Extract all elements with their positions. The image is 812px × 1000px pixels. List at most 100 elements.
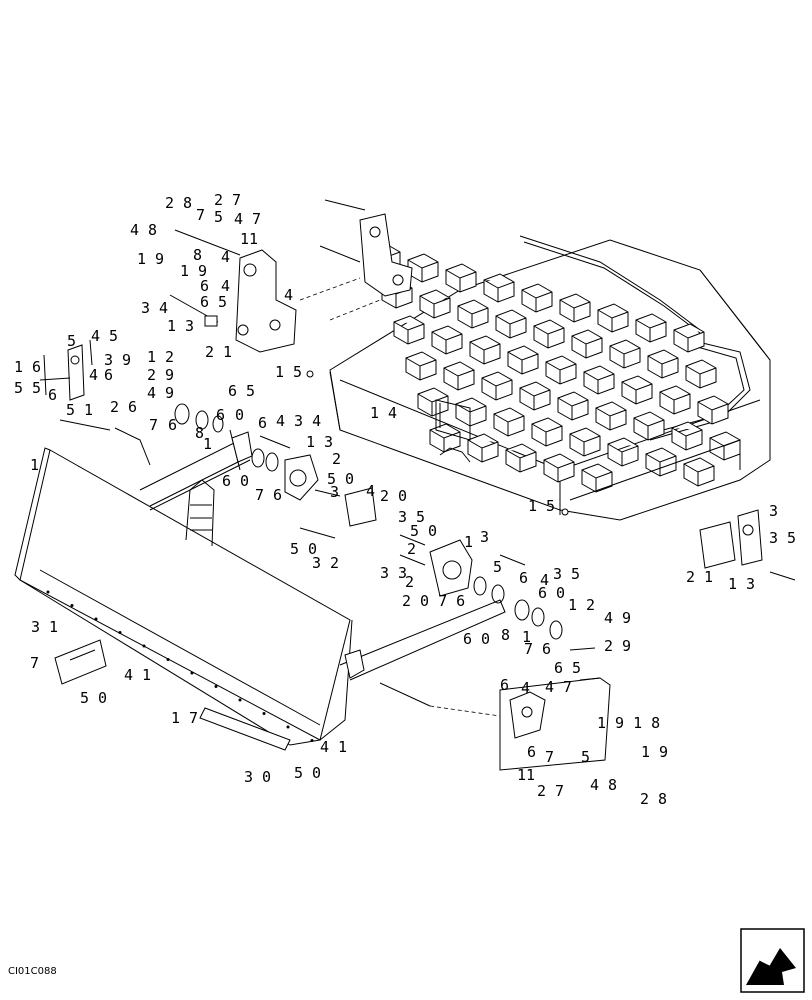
blade-rivet	[238, 698, 242, 702]
drum-pad	[607, 437, 639, 467]
part-callout: 1 3	[306, 433, 333, 451]
drum-pad	[443, 361, 475, 391]
part-callout: 3	[480, 528, 489, 546]
drum-pad	[545, 355, 577, 385]
part-callout: 4	[221, 277, 230, 295]
drum-pad	[505, 443, 537, 473]
part-callout: 6	[519, 569, 528, 587]
hub-assembly-right	[399, 534, 601, 681]
part-callout: 3 9	[104, 351, 131, 369]
part-callout: 2 1	[686, 568, 713, 586]
part-callout: 6 5	[554, 659, 581, 677]
part-callout: 4 8	[590, 776, 617, 794]
part-callout: 3 3	[380, 564, 407, 582]
part-callout: 4	[521, 679, 530, 697]
part-callout: 5 0	[80, 689, 107, 707]
part-callout: 6 5	[228, 382, 255, 400]
padfoot-drum	[306, 235, 771, 521]
part-callout: 3 5	[398, 508, 425, 526]
drum-pad	[645, 447, 677, 477]
handle-14	[435, 399, 471, 441]
drum-pad	[647, 349, 679, 379]
blade-rivet	[118, 631, 122, 634]
part-callout: 8	[193, 246, 202, 264]
drum-pad	[543, 453, 575, 483]
drum-pad	[393, 315, 425, 345]
part-callout: 1 9	[180, 262, 207, 280]
part-callout: 6 0	[222, 472, 249, 490]
part-callout: 1 9	[137, 250, 164, 268]
part-callout: 2 0	[380, 487, 407, 505]
bracket-far-right	[699, 509, 796, 581]
part-callout: 7	[30, 654, 39, 672]
drum-pad	[407, 253, 439, 283]
part-callout: 7	[545, 748, 554, 766]
blade-rivet	[310, 739, 314, 742]
bracket-upper-right	[319, 199, 413, 297]
drawing-reference-code: CI01C088	[8, 966, 57, 977]
blade-rivet	[46, 590, 50, 594]
part-callout: 5 0	[290, 540, 317, 558]
drum-pad	[683, 457, 715, 487]
part-callout: 0	[235, 406, 244, 424]
part-callout: 7 6	[255, 486, 282, 504]
drum-pad	[659, 385, 691, 415]
drum-pad	[597, 303, 629, 333]
blade-rivet	[70, 604, 74, 607]
part-callout: 1 3	[728, 575, 755, 593]
part-callout: 7	[524, 640, 533, 658]
part-callout: 3 5	[553, 565, 580, 583]
blade-rivet	[94, 617, 98, 621]
part-callout: 1 7	[171, 709, 198, 727]
part-callout: 4	[89, 366, 98, 384]
part-callout: 6	[542, 640, 551, 658]
part-callout: 2	[332, 450, 341, 468]
part-callout: 1	[522, 628, 531, 646]
drum-pad	[595, 401, 627, 431]
part-callout: 4	[540, 571, 549, 589]
part-callout: 2 9	[604, 637, 631, 655]
drum-pad	[531, 417, 563, 447]
bolt-15b	[561, 508, 569, 516]
part-callout: 2	[407, 540, 416, 558]
drum-pad	[581, 463, 613, 493]
drum-pad	[633, 411, 665, 441]
drum-pad	[519, 381, 551, 411]
part-callout: 6	[104, 366, 113, 384]
next-page-arrow-icon[interactable]	[740, 928, 805, 993]
part-callout: 5	[67, 332, 76, 350]
hub-parts-left	[39, 339, 151, 466]
blade-rivet	[166, 658, 170, 661]
hub-assembly-left	[174, 403, 377, 539]
drum-pad	[621, 375, 653, 405]
part-callout: 6 0	[463, 630, 490, 648]
part-callout: 6 0	[538, 584, 565, 602]
drum-pad	[673, 323, 705, 353]
part-callout: 6	[168, 416, 177, 434]
drum-pad	[533, 319, 565, 349]
drum-pad	[507, 345, 539, 375]
part-callout: 3	[330, 483, 339, 501]
part-callout: 5	[214, 208, 223, 226]
part-callout: 1 9 1 8	[597, 714, 660, 732]
drum-pad	[571, 329, 603, 359]
part-callout: 4 1	[320, 738, 347, 756]
drum-pad	[521, 283, 553, 313]
part-callout: 6	[200, 277, 209, 295]
part-callout: 1	[464, 533, 473, 551]
part-callout: 6 5	[200, 293, 227, 311]
part-callout: 4 9	[147, 384, 174, 402]
part-callout: 5 5	[14, 379, 41, 397]
part-callout: 11	[240, 230, 258, 248]
part-callout: 5 1	[66, 401, 93, 419]
part-callout: 3 0	[244, 768, 271, 786]
drum-pad	[583, 365, 615, 395]
part-callout: 5	[493, 558, 502, 576]
dozer-blade	[14, 429, 506, 746]
bracket-upper-left	[169, 229, 381, 353]
part-callout: 2 8	[165, 194, 192, 212]
part-callout: 2 8	[640, 790, 667, 808]
part-callout: 7	[196, 206, 205, 224]
